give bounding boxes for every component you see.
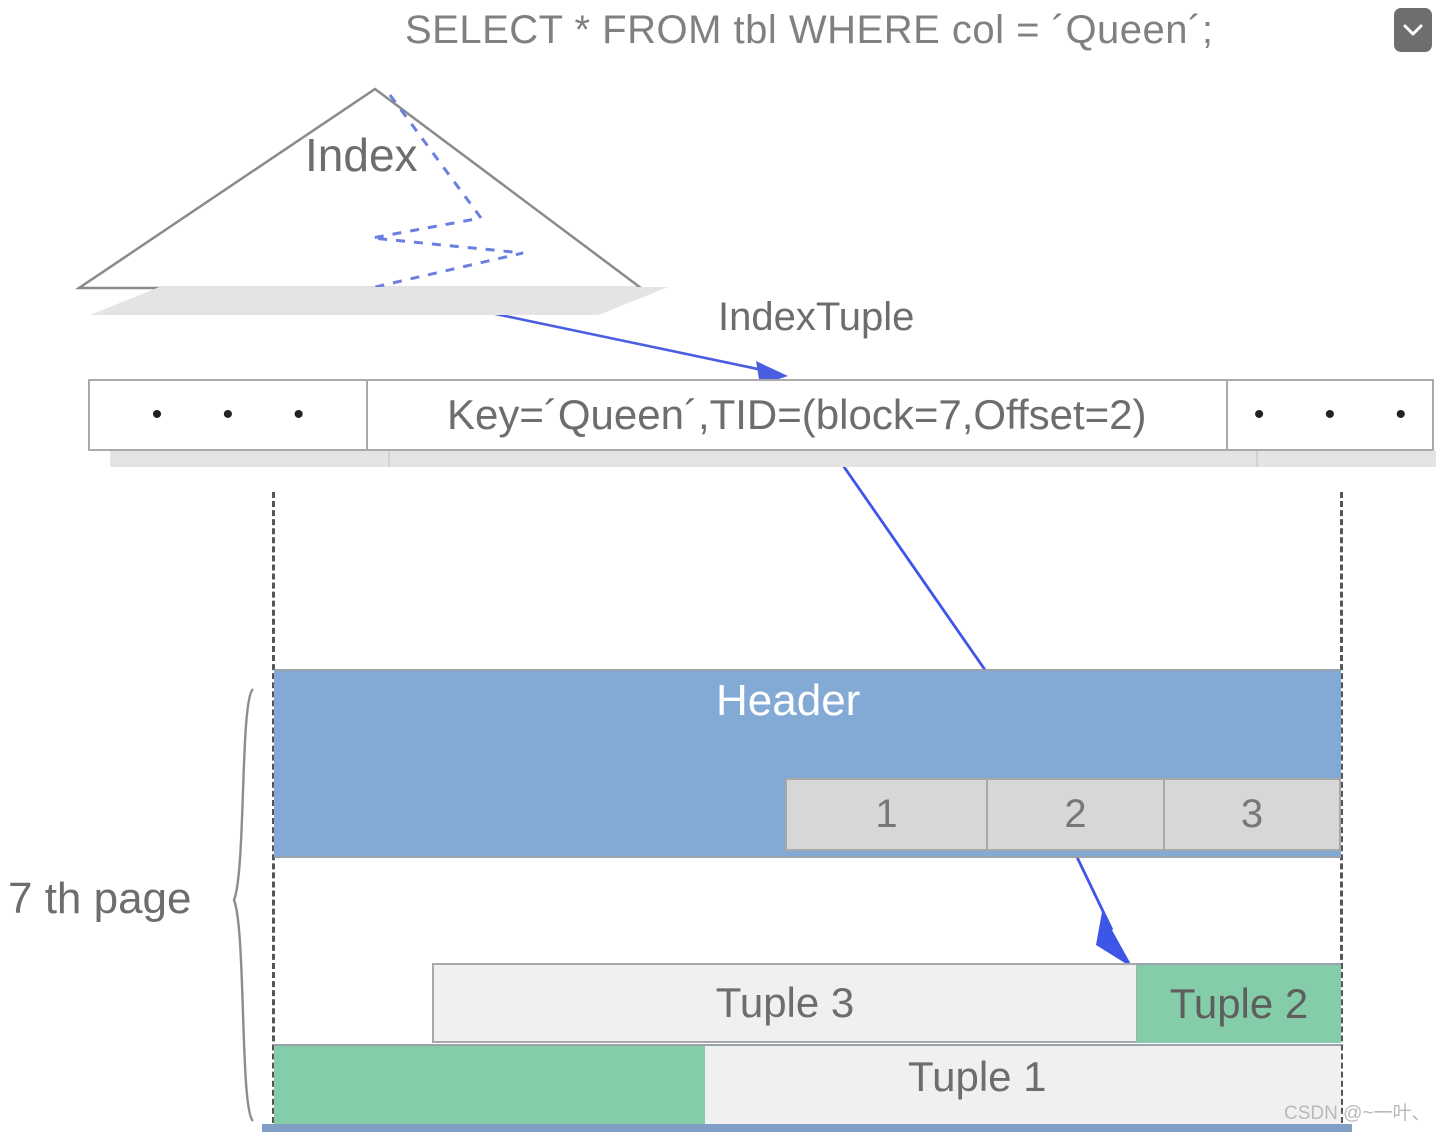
line-pointer-2[interactable]: 2 [988,778,1165,851]
chevron-down-icon [1402,23,1424,37]
line-pointer-1[interactable]: 1 [785,778,988,851]
page-header-label: Header [716,676,861,725]
tuple-2: Tuple 2 [1137,963,1341,1043]
index-triangle [74,87,645,290]
index-ellipsis-left: • • • [90,381,368,449]
page-left-boundary [272,492,275,1132]
index-label: Index [305,129,418,181]
line-pointer-row: 1 2 3 [785,778,1341,851]
page-brace [232,688,255,1122]
collapse-button[interactable] [1394,8,1432,52]
page-caption: 7 th page [8,874,192,923]
index-shadow [90,287,668,315]
index-ellipsis-right: • • • [1253,398,1432,431]
page-right-boundary [1340,492,1343,1132]
tuple-1-label: Tuple 1 [908,1053,1047,1100]
tuple-1-free-space [274,1044,705,1126]
sql-query-text: SELECT * FROM tbl WHERE col = ´Queen´; [405,8,1214,52]
index-traversal-path [371,94,524,289]
indextuple-caption: IndexTuple [718,295,915,339]
watermark: CSDN @~一叶、 [1284,1103,1431,1124]
index-entry-cell: Key=´Queen´,TID=(block=7,Offset=2) [368,381,1228,449]
tuple-3: Tuple 3 [432,963,1138,1043]
page-bottom-bar [262,1124,1352,1132]
index-row-shadow [110,451,1436,467]
line-pointer-3[interactable]: 3 [1165,778,1341,851]
index-tuple-row: • • • Key=´Queen´,TID=(block=7,Offset=2)… [88,379,1434,451]
